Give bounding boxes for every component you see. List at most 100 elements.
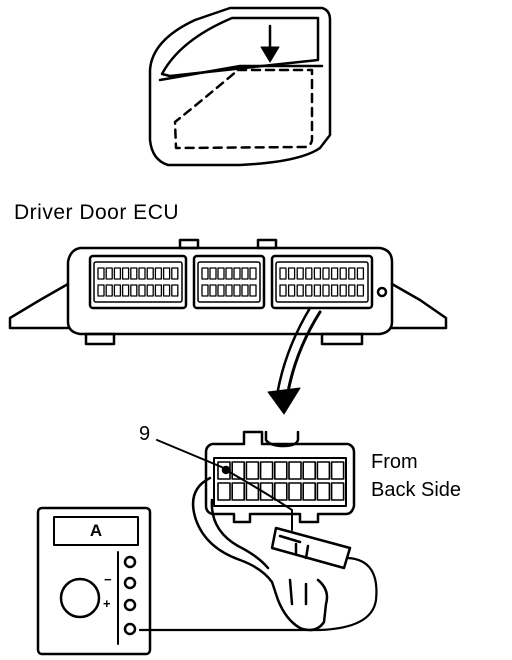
ecu-pin: [356, 267, 365, 280]
ecu-pin: [356, 284, 365, 297]
ecu-connector-c: [270, 254, 374, 310]
ecu-pin: [305, 267, 313, 280]
ecu-pin: [209, 267, 217, 280]
connector-terminal: [231, 461, 245, 480]
ecu-connector-b: [192, 254, 266, 310]
connector-terminal: [231, 482, 245, 501]
ecu-pin: [113, 284, 122, 297]
ecu-screw: [376, 286, 388, 298]
multimeter-terminal: [123, 576, 137, 590]
ecu-pin: [154, 284, 163, 297]
door-window-outline: [160, 16, 320, 78]
ecu-foot-left: [84, 332, 116, 346]
callout-arrow-head: [267, 387, 301, 415]
ecu-pin: [322, 267, 330, 280]
connector-terminal: [316, 482, 331, 501]
door-window-lower: [158, 64, 324, 82]
ecu-pin: [217, 284, 225, 297]
ecu-pin: [97, 267, 105, 280]
ecu-connector-b-inner: [197, 261, 261, 303]
ecu-pin: [348, 267, 356, 280]
ecu-pin: [130, 284, 138, 297]
ecu-left-flange: [8, 282, 70, 330]
hand-outline: [191, 476, 329, 632]
pin-number-label: 9: [139, 423, 151, 445]
hand-inner-line: [210, 498, 270, 570]
ecu-top-tab: [256, 238, 278, 250]
ecu-pin: [105, 267, 113, 280]
probe-body-detail: [278, 534, 310, 560]
view-direction-label-line2: Back Side: [371, 479, 462, 501]
multimeter-minus-label: −: [104, 572, 112, 587]
ecu-pin: [138, 267, 146, 280]
ecu-pin: [330, 267, 339, 280]
ecu-pin: [209, 284, 217, 297]
ecu-foot-right: [320, 332, 364, 346]
ecu-pin: [305, 284, 313, 297]
connector-terminal: [330, 461, 345, 480]
connector-terminal: [288, 482, 302, 501]
ecu-pin: [121, 284, 130, 297]
callout-arrow-shaft: [286, 310, 322, 394]
connector-face: [213, 457, 347, 507]
car-door-illustration: [148, 6, 332, 167]
ecu-pin: [279, 267, 287, 280]
callout-arrow-shaft-outline: [276, 306, 312, 392]
ecu-pin: [233, 267, 241, 280]
connector-terminal: [330, 482, 345, 501]
connector-terminal: [217, 482, 231, 501]
ecu-connector-a-inner: [93, 261, 183, 303]
ecu-pin: [130, 267, 138, 280]
ecu-pin: [339, 284, 347, 297]
connector-terminal: [316, 461, 331, 480]
ecu-pin: [233, 284, 241, 297]
ecu-pin: [296, 267, 304, 280]
door-location-arrow-head: [260, 46, 280, 63]
ecu-pin: [249, 284, 257, 297]
probe-lead-wire: [138, 556, 378, 632]
ecu-pin: [322, 284, 330, 297]
ecu-pin: [330, 284, 339, 297]
ecu-pin: [201, 284, 209, 297]
multimeter-body: [36, 506, 152, 656]
ecu-pin: [241, 267, 249, 280]
ecu-pin: [313, 267, 322, 280]
ecu-pin: [162, 267, 171, 280]
multimeter-mode-readout: A: [89, 521, 103, 540]
connector-callout-arrow: [267, 306, 322, 415]
connector-terminal: [245, 482, 260, 501]
probe-body: [270, 526, 352, 570]
ecu-pin: [296, 284, 304, 297]
ecu-pin: [171, 284, 179, 297]
ecu-pin: [138, 284, 146, 297]
ecu-pin: [287, 267, 296, 280]
connector-terminal: [302, 482, 317, 501]
ecu-pin: [154, 267, 163, 280]
connector-terminal: [259, 482, 274, 501]
connector-terminal: [273, 482, 288, 501]
ecu-pin: [217, 267, 225, 280]
ecu-pin: [348, 284, 356, 297]
ecu-pin: [201, 267, 209, 280]
ecu-pin: [225, 284, 233, 297]
ecu-body: [66, 246, 394, 336]
multimeter-dial: [59, 577, 101, 619]
ecu-connector-a: [88, 254, 188, 310]
ecu-pin: [339, 267, 347, 280]
probe-pointer-line: [225, 469, 293, 531]
ecu-connector-c-inner: [275, 261, 369, 303]
multimeter: [36, 506, 152, 656]
connector-top-notch: [264, 430, 300, 448]
ecu-pin: [162, 284, 171, 297]
connector-terminal: [245, 461, 260, 480]
ecu-pin: [146, 267, 154, 280]
connector-terminal-grid: [217, 461, 345, 501]
ecu-pin: [241, 284, 249, 297]
ecu-pin: [113, 267, 122, 280]
pin-9-leader-line: [156, 439, 225, 469]
connector-housing: [204, 430, 356, 524]
ecu-pin: [97, 284, 105, 297]
ecu-pin: [225, 267, 233, 280]
ecu-title-label: Driver Door ECU: [14, 201, 180, 224]
